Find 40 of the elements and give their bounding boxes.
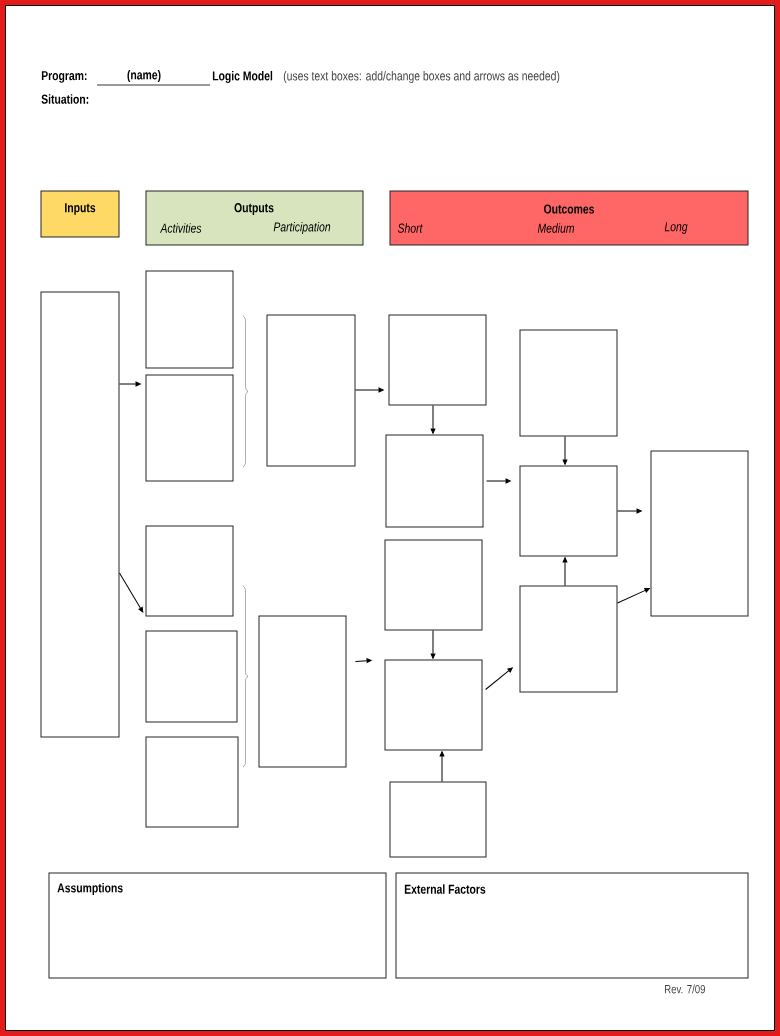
arrow: [617, 508, 642, 514]
column-header: Inputs: [40, 190, 120, 238]
column-header: Outputs Activities Participation: [145, 190, 364, 246]
label-text: Logic Model: [212, 70, 273, 84]
arrow: [119, 572, 144, 613]
arrow: [355, 658, 372, 664]
arrow: [486, 478, 511, 484]
arrow: [562, 557, 568, 586]
text-box: [385, 434, 484, 528]
text-box: [519, 329, 618, 437]
arrow: [119, 381, 141, 387]
text-box: [650, 450, 749, 617]
text-box: [384, 539, 483, 631]
notes-box: External Factors: [395, 872, 749, 979]
arrow: [355, 387, 384, 393]
text-box: [519, 585, 618, 693]
label-text: Program:: [41, 71, 87, 83]
arrow: [430, 405, 436, 434]
text-box: [388, 314, 487, 406]
text-box: [145, 270, 234, 369]
text-box: [266, 314, 356, 467]
fill-in-line: (name): [96, 69, 211, 86]
text-box: [145, 374, 234, 482]
text-box: [384, 659, 483, 751]
text-box: [258, 615, 347, 768]
label-text: Situation:: [41, 94, 89, 104]
arrow: [617, 588, 650, 604]
text-box: [389, 781, 487, 858]
arrow: [485, 667, 513, 690]
text-box: [145, 525, 234, 617]
arrow: [439, 751, 445, 782]
arrow: [430, 630, 436, 659]
text-box: [145, 736, 239, 828]
text-box: [145, 630, 238, 723]
instruction-text: (uses text boxes: add/change boxes and arrows as needed): [283, 70, 560, 84]
notes-box: Assumptions: [48, 872, 387, 979]
text-box: [519, 465, 618, 557]
column-header: Outcomes Short Medium Long: [389, 190, 749, 246]
text-box: [40, 291, 120, 738]
arrow: [562, 436, 568, 465]
